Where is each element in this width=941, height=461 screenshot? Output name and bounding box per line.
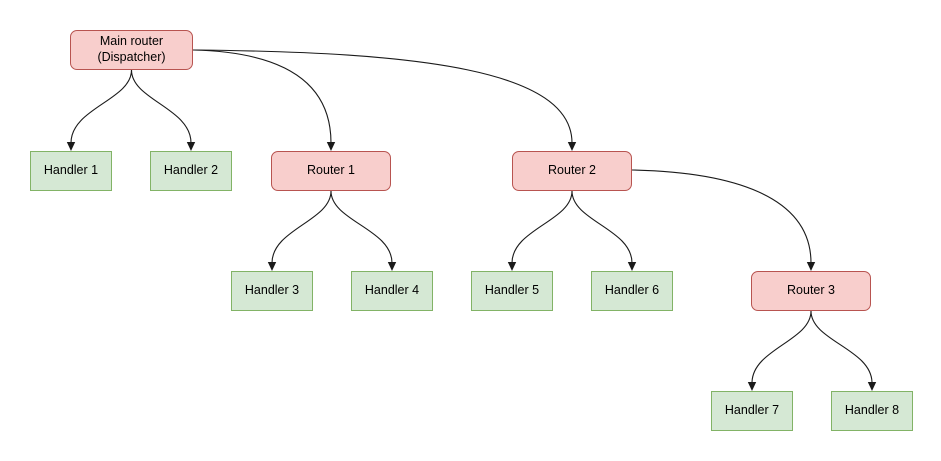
node-handler-4[interactable]: Handler 4: [351, 271, 433, 311]
arrow-router-3: [806, 262, 816, 271]
node-label: Handler 6: [604, 283, 660, 298]
edge-router-1-to-handler-3: [271, 190, 332, 264]
node-handler-7[interactable]: Handler 7: [711, 391, 793, 431]
node-label: Handler 1: [43, 163, 99, 178]
edge-router-3-to-handler-7: [751, 310, 812, 384]
edge-router-2-to-router-3: [631, 169, 812, 264]
node-handler-2[interactable]: Handler 2: [150, 151, 232, 191]
edge-router-3-to-handler-8: [810, 310, 873, 384]
node-label: Handler 5: [484, 283, 540, 298]
arrow-handler-4: [387, 262, 397, 271]
arrow-handler-1: [66, 142, 76, 151]
edge-main-to-handler-2: [130, 69, 192, 144]
arrow-handler-7: [747, 382, 757, 391]
node-label: Router 3: [787, 283, 835, 298]
edge-router-1-to-handler-4: [330, 190, 393, 264]
node-main-router[interactable]: Main router (Dispatcher): [70, 30, 193, 70]
node-label: Handler 3: [244, 283, 300, 298]
edge-main-to-handler-1: [70, 69, 133, 144]
edge-router-2-to-handler-6: [571, 190, 633, 264]
arrow-handler-6: [627, 262, 637, 271]
arrow-handler-2: [186, 142, 196, 151]
node-handler-6[interactable]: Handler 6: [591, 271, 673, 311]
arrow-handler-3: [267, 262, 277, 271]
edge-router-2-to-handler-5: [511, 190, 573, 264]
node-label: Handler 8: [844, 403, 900, 418]
edge-main-to-router-2: [192, 49, 573, 144]
node-handler-5[interactable]: Handler 5: [471, 271, 553, 311]
node-label: Router 2: [548, 163, 596, 178]
node-router-3[interactable]: Router 3: [751, 271, 871, 311]
node-label: Main router (Dispatcher): [97, 34, 166, 64]
arrow-handler-8: [867, 382, 877, 391]
node-label: Router 1: [307, 163, 355, 178]
arrow-router-1: [326, 142, 336, 151]
node-label: Handler 7: [724, 403, 780, 418]
node-label: Handler 2: [163, 163, 219, 178]
node-router-2[interactable]: Router 2: [512, 151, 632, 191]
node-handler-1[interactable]: Handler 1: [30, 151, 112, 191]
node-label: Handler 4: [364, 283, 420, 298]
node-handler-8[interactable]: Handler 8: [831, 391, 913, 431]
edge-main-to-router-1: [192, 49, 332, 144]
arrow-router-2: [567, 142, 577, 151]
node-handler-3[interactable]: Handler 3: [231, 271, 313, 311]
node-router-1[interactable]: Router 1: [271, 151, 391, 191]
arrow-handler-5: [507, 262, 517, 271]
